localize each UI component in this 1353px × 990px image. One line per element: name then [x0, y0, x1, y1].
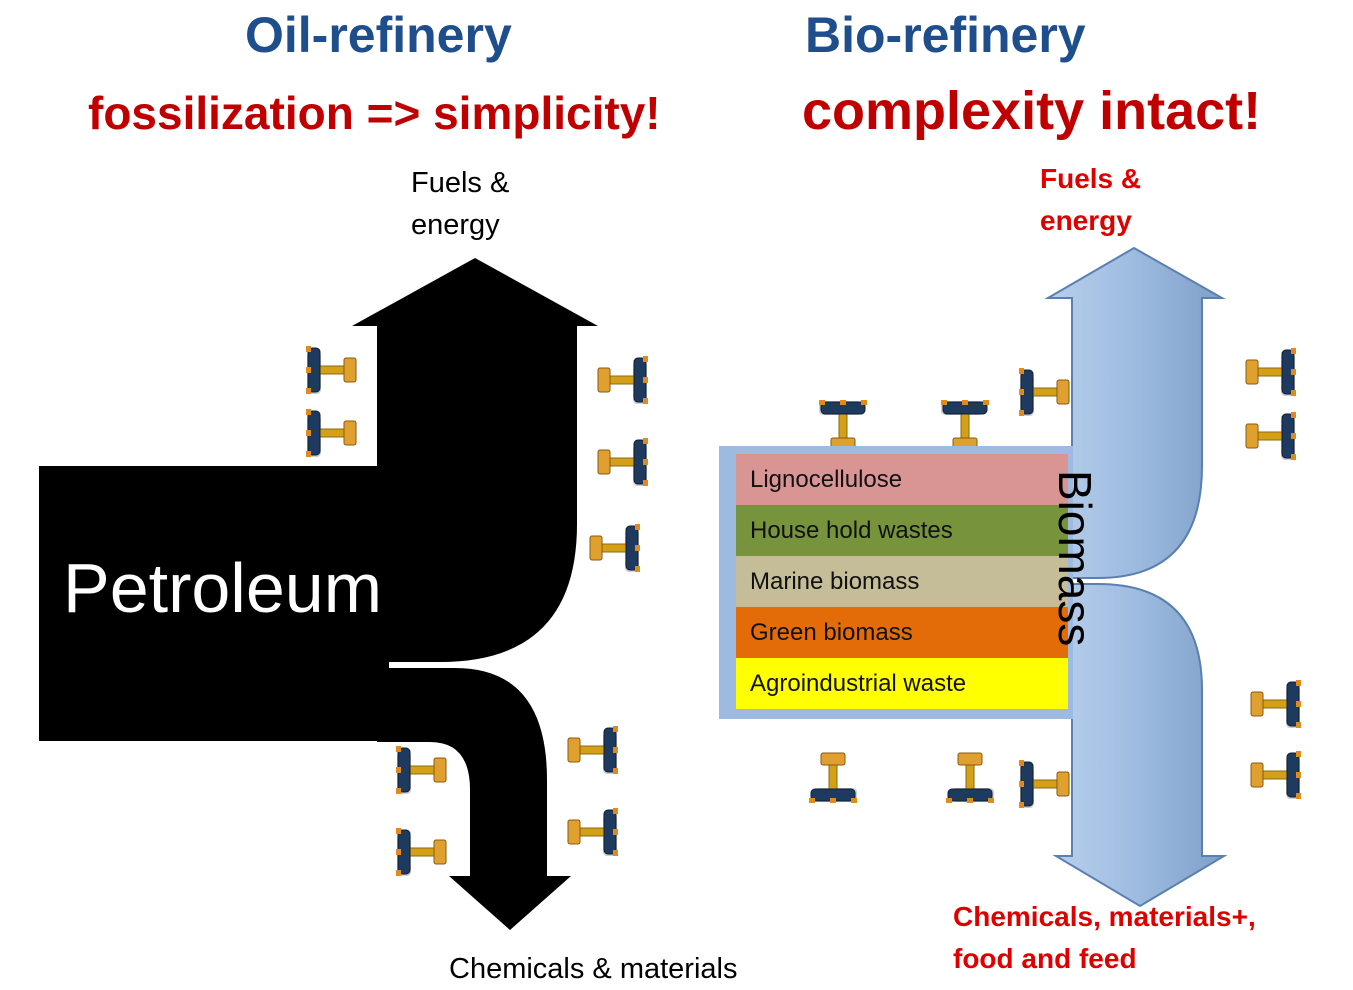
bio-refinery-subtitle: complexity intact! [802, 81, 1262, 141]
valve-icon [395, 827, 447, 877]
valve-icon [1245, 347, 1297, 397]
biomass-label: Biomass [1049, 470, 1101, 647]
valve-icon [589, 523, 641, 573]
valve-icon [1018, 367, 1070, 417]
valve-icon [567, 807, 619, 857]
category-label: Lignocellulose [750, 466, 903, 493]
valve-icon [597, 355, 649, 405]
valve-icon [1250, 750, 1302, 800]
oil-bottom-output: Chemicals & materials [449, 953, 738, 985]
petroleum-block [39, 466, 389, 741]
valve-icon [567, 725, 619, 775]
oil-refinery-subtitle: fossilization => simplicity! [88, 87, 661, 139]
valve-icon [940, 399, 990, 451]
valve-icon [1245, 411, 1297, 461]
category-label: House hold wastes [750, 517, 953, 544]
oil-top-output-line1: Fuels & [411, 167, 510, 199]
category-green-biomass: Green biomass [736, 607, 1068, 658]
valve-icon [305, 345, 357, 395]
bio-right-valves [1245, 347, 1302, 800]
bio-bottom-valves [808, 752, 995, 804]
valve-icon [395, 745, 447, 795]
bio-bottom-output-line2: food and feed [953, 943, 1137, 974]
oil-left-valves [305, 345, 357, 458]
bio-top-output-line2: energy [1040, 205, 1132, 236]
bio-fuels-arrow [1044, 246, 1226, 579]
oil-refinery-title: Oil-refinery [245, 7, 512, 63]
bio-bottom-output-line1: Chemicals, materials+, [953, 901, 1256, 932]
valve-icon [1250, 679, 1302, 729]
bio-top-valves [818, 399, 990, 451]
bio-top-output-line1: Fuels & [1040, 163, 1142, 194]
valve-icon [305, 408, 357, 458]
valve-icon [597, 437, 649, 487]
category-agroindustrial-waste: Agroindustrial waste [736, 658, 1068, 709]
petroleum-label: Petroleum [63, 549, 383, 627]
bio-refinery-title: Bio-refinery [805, 7, 1086, 63]
category-marine-biomass: Marine biomass [736, 556, 1068, 607]
bio-chemicals-arrow [1052, 583, 1228, 908]
oil-chemicals-arrow [377, 668, 571, 930]
valve-icon [808, 752, 858, 804]
category-label: Green biomass [750, 619, 913, 646]
category-label: Agroindustrial waste [750, 670, 967, 697]
category-label: Marine biomass [750, 568, 920, 595]
category-lignocellulose: Lignocellulose [736, 454, 1068, 505]
valve-icon [1018, 759, 1070, 809]
oil-right-valves [589, 355, 649, 573]
valve-icon [945, 752, 995, 804]
oil-fuels-arrow [352, 258, 598, 662]
valve-icon [818, 399, 868, 451]
oil-top-output-line2: energy [411, 209, 500, 241]
category-household-wastes: House hold wastes [736, 505, 1068, 556]
